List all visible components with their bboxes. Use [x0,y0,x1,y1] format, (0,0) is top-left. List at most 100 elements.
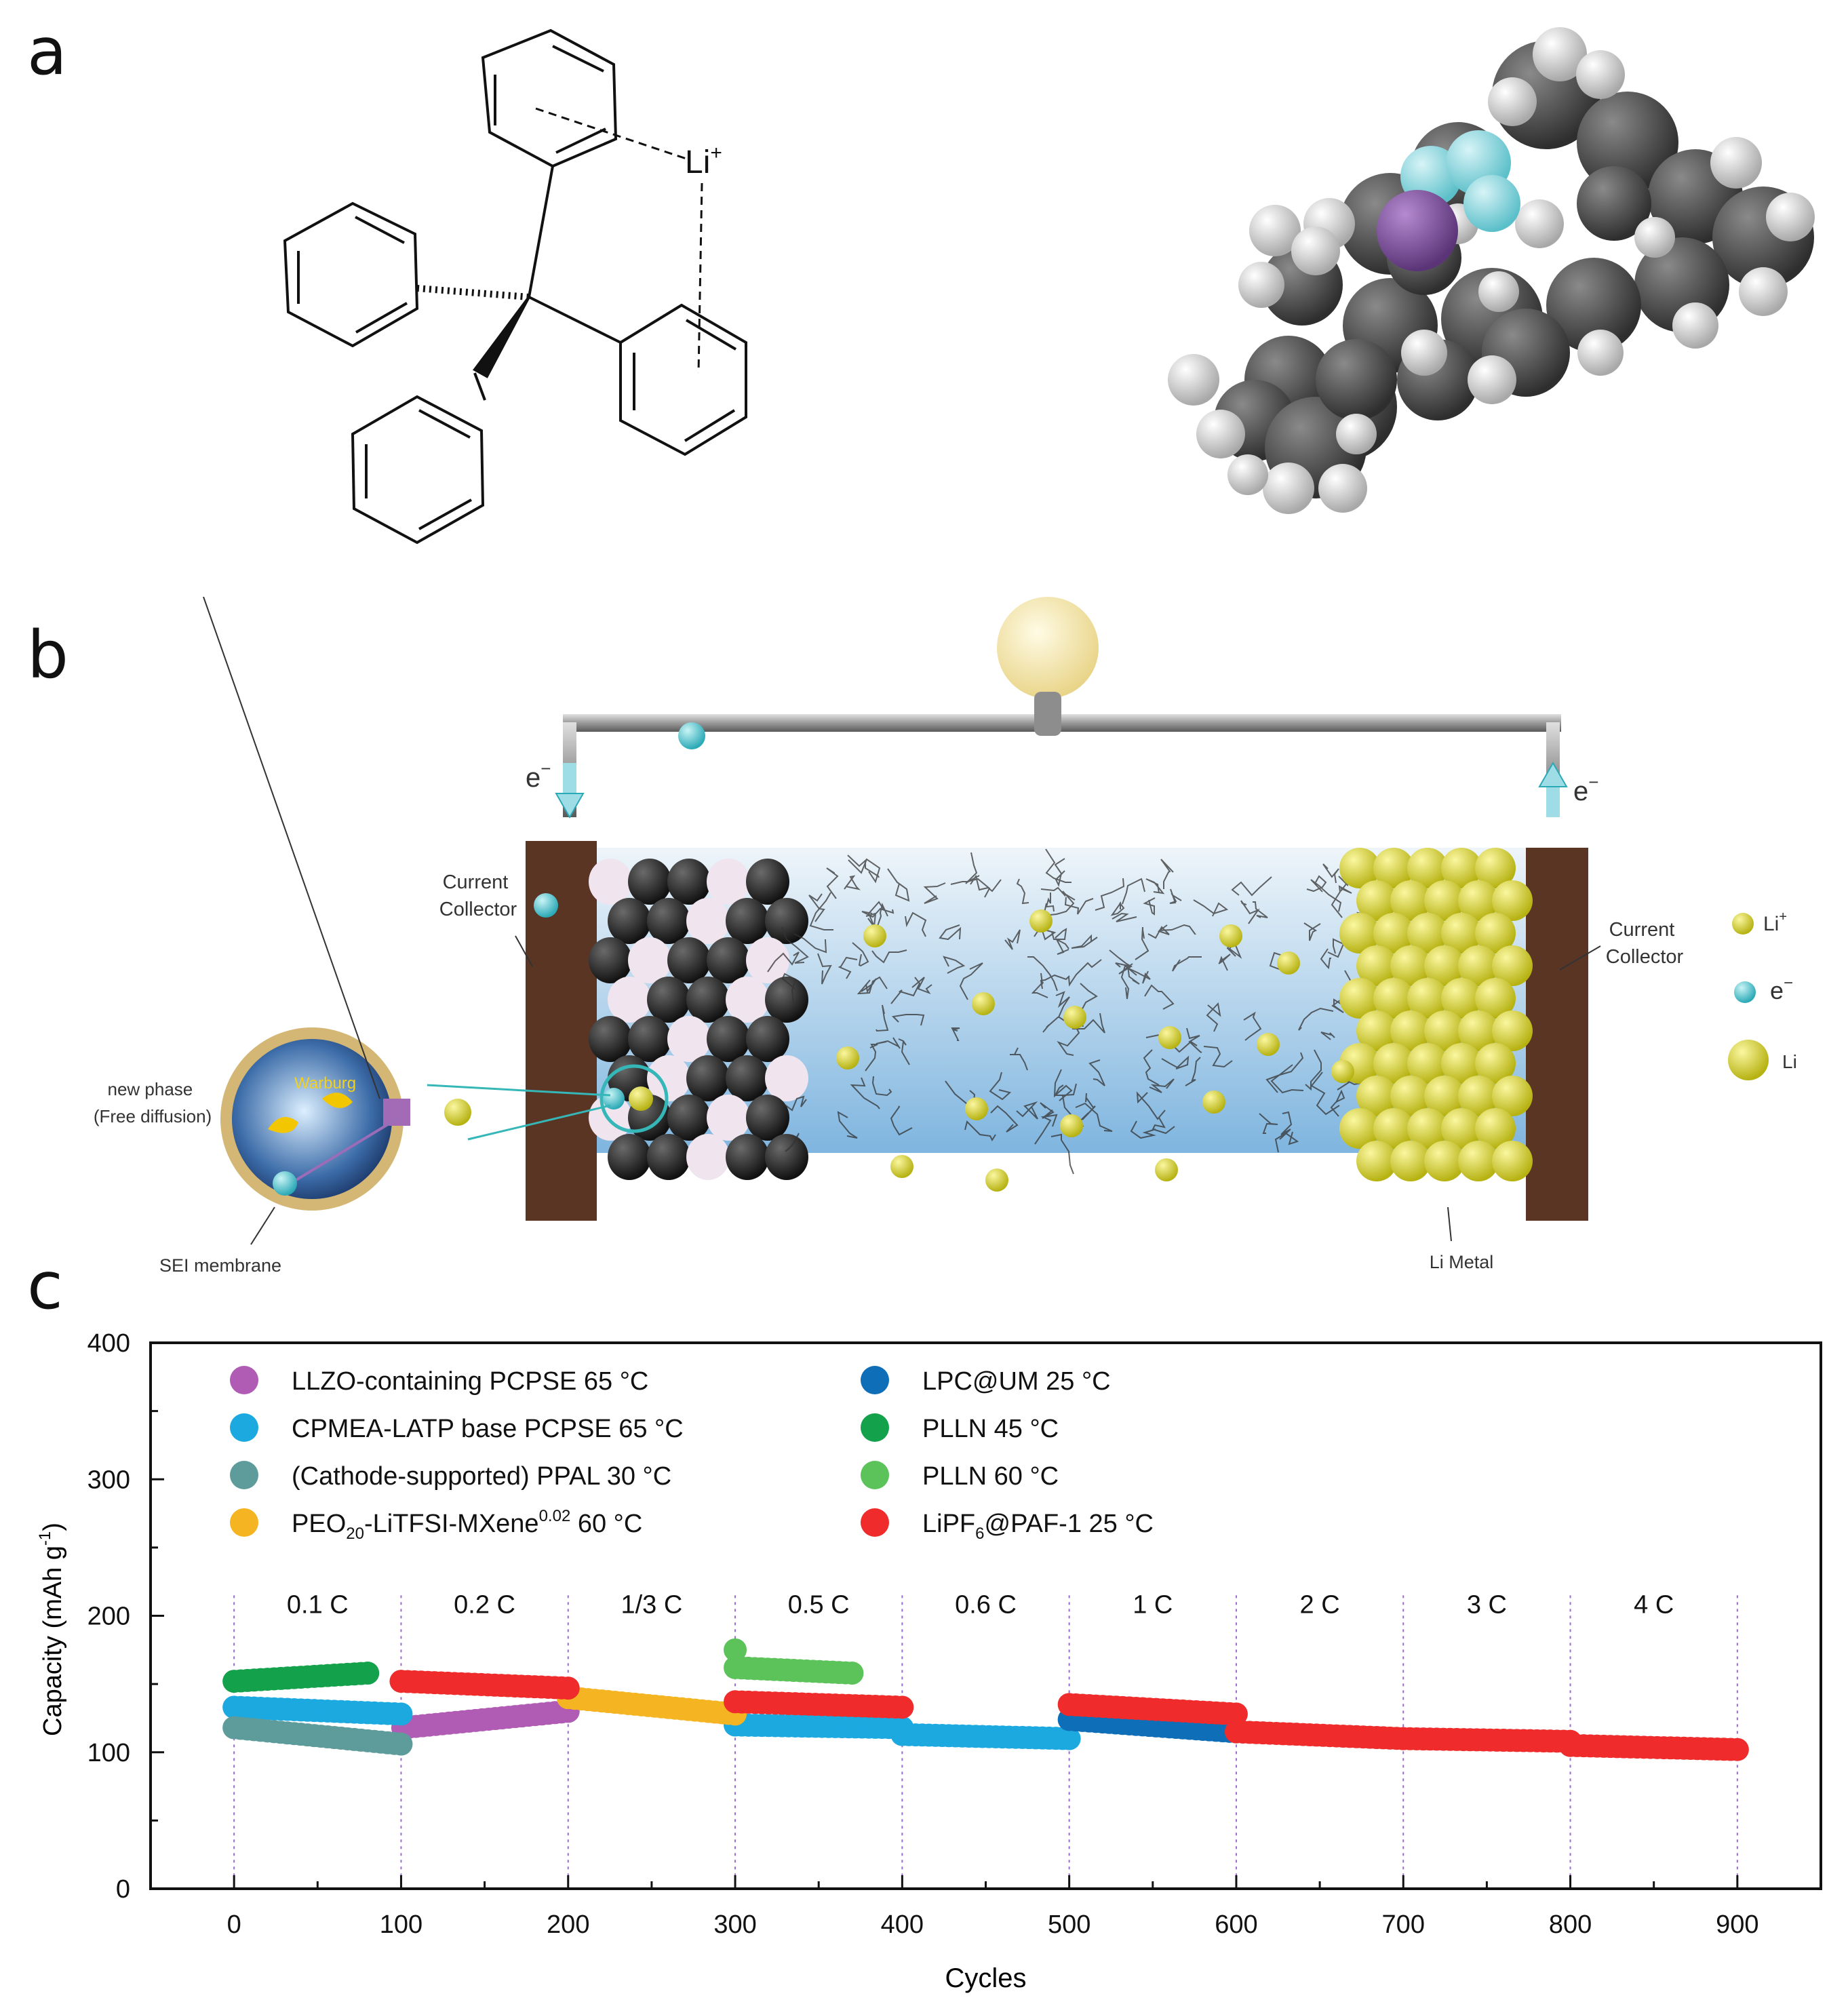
legend-electron-icon [1734,981,1756,1003]
legend-label: LPC@UM 25 °C [922,1367,1111,1396]
data-point [840,1662,864,1685]
x-axis-label: Cycles [945,1963,1026,1993]
y-tick-label: 300 [87,1466,130,1494]
li-metal-label: Li Metal [1430,1252,1494,1272]
panel-label-c: c [27,1248,63,1324]
tetraphenylmethane-structure [283,28,747,545]
legend-marker [230,1461,258,1489]
rate-label: 0.2 C [454,1590,515,1619]
data-point [556,1676,580,1700]
legend-marker [230,1413,258,1442]
chart-axes: 0 100 200 300 400 500 600 700 800 900 0 100 200 300 40… [87,1329,1759,1939]
series-5 [222,1662,380,1693]
electron-flow-down-arrow [555,763,585,819]
rate-label: 1 C [1133,1590,1173,1619]
rate-label: 1/3 C [621,1590,682,1619]
electron-flow-up-arrow [1538,761,1568,817]
series-1 [222,1695,1081,1750]
data-point [389,1702,413,1726]
current-collector-left-label: Current Collector [439,871,517,920]
warburg-label: Warburg [294,1074,356,1093]
rate-label: 3 C [1467,1590,1507,1619]
x-tick-label: 600 [1215,1910,1257,1939]
cathode-particles [589,859,808,1180]
series-6 [724,1638,864,1685]
legend-marker [230,1366,258,1394]
legend-label: CPMEA-LATP base PCPSE 65 °C [292,1415,684,1443]
rate-label: 4 C [1634,1590,1674,1619]
data-point [1057,1727,1081,1750]
li-ion-sphere [444,1099,471,1126]
rate-dividers: 0.1 C 0.2 C 1/3 C 0.5 C 0.6 C 1 C 2 C 3 C 4 C [233,1590,1738,1889]
legend-label: (Cathode-supported) PPAL 30 °C [292,1462,671,1491]
panel-b-figure: e− e− Current Collector Current Collecto… [94,597,1797,1276]
data-point [724,1638,747,1662]
x-tick-label: 200 [547,1910,589,1939]
li-ion-label: Li+ [685,142,722,180]
electron-left-label: e− [526,758,551,793]
li-metal-anode [1339,848,1533,1181]
series-3 [556,1686,747,1726]
x-tick-label: 300 [713,1910,756,1939]
legend-li-metal-icon [1728,1040,1769,1080]
legend-electron-label: e− [1770,974,1793,1004]
legend-marker [861,1508,889,1537]
x-tick-label: 400 [881,1910,924,1939]
rate-label: 0.5 C [788,1590,850,1619]
panel-a-figure: Li+ [283,27,1815,545]
capacity-chart: 0.1 C 0.2 C 1/3 C 0.5 C 0.6 C 1 C 2 C 3 C 4 C 0 1… [36,1329,1822,1993]
series-2 [222,1716,413,1756]
li-ions-in-electrolyte [836,909,1354,1192]
zoom-highlight [599,1064,669,1133]
legend-li-ion-label: Li+ [1763,909,1787,935]
data-point [356,1662,380,1685]
rate-label: 0.6 C [955,1590,1017,1619]
legend-label: LiPF6@PAF-1 25 °C [922,1510,1154,1543]
legend-marker [230,1508,258,1537]
x-tick-label: 900 [1716,1910,1758,1939]
y-tick-label: 400 [87,1329,130,1358]
legend-marker [861,1366,889,1394]
electron-sphere [534,893,558,918]
sei-inset-disk [220,1027,410,1211]
legend-label: PLLN 60 °C [922,1462,1059,1491]
chart-legend: LLZO-containing PCPSE 65 °C CPMEA-LATP ba… [230,1366,1154,1543]
x-tick-label: 500 [1048,1910,1090,1939]
data-point [890,1695,914,1719]
electron-right-label: e− [1573,772,1598,806]
legend-marker [861,1413,889,1442]
y-tick-label: 0 [116,1875,130,1904]
panel-label-a: a [27,14,67,90]
rate-label: 2 C [1300,1590,1340,1619]
series-0 [391,1700,580,1740]
x-tick-label: 700 [1382,1910,1425,1939]
sei-membrane-label: SEI membrane [159,1255,281,1276]
current-collector-right-label: Current Collector [1606,919,1684,968]
legend-label: PLLN 45 °C [922,1415,1059,1443]
legend-marker [861,1461,889,1489]
y-axis-label: Capacity (mAh g-1) [36,1523,67,1736]
light-bulb-icon [997,597,1099,736]
panel-b-legend: Li+ e− Li [1728,909,1797,1080]
rate-label: 0.1 C [287,1590,349,1619]
legend-label: PEO20-LiTFSI-MXene0.02 60 °C [292,1507,642,1543]
series-7 [389,1670,1749,1761]
panel-label-b: b [27,617,68,693]
space-filling-model [1168,27,1815,514]
data-point [1725,1738,1749,1761]
data-point [389,1732,413,1756]
new-phase-label: new phase (Free diffusion) [94,1079,212,1126]
chart-series [222,1638,1749,1761]
current-collector-left [526,841,597,1221]
legend-label: LLZO-containing PCPSE 65 °C [292,1367,648,1396]
y-tick-label: 100 [87,1739,130,1767]
x-tick-label: 800 [1549,1910,1592,1939]
external-circuit-wire [563,714,1561,817]
y-tick-label: 200 [87,1603,130,1631]
x-tick-label: 100 [380,1910,422,1939]
legend-li-ion-icon [1732,913,1754,935]
x-tick-label: 0 [227,1910,241,1939]
electron-sphere [678,722,705,749]
data-point [1224,1702,1248,1726]
legend-li-metal-label: Li [1782,1051,1797,1072]
